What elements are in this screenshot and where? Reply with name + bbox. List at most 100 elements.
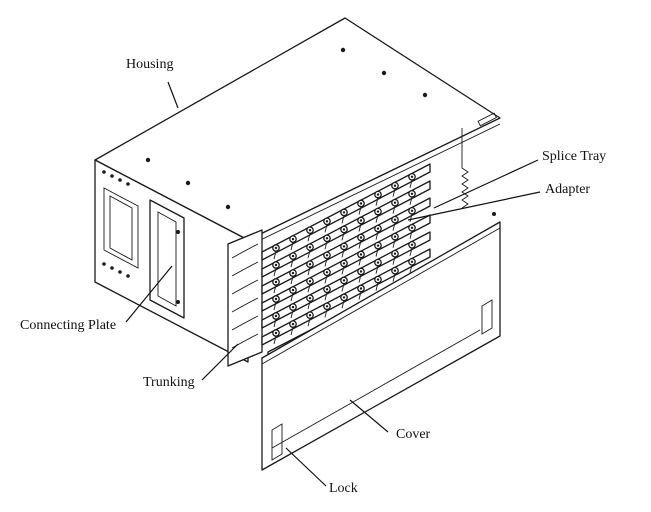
adapter-port (325, 254, 329, 257)
adapter-port (291, 271, 295, 275)
pigtail (358, 257, 362, 266)
adapter-port (274, 263, 278, 267)
label-connecting-plate: Connecting Plate (20, 318, 117, 333)
pigtail (375, 231, 379, 240)
pigtail (290, 258, 294, 268)
adapter-port (393, 252, 397, 255)
label-trunking: Trunking (143, 375, 195, 390)
adapter-port (410, 243, 414, 246)
pigtail (409, 230, 413, 239)
adapter-port (410, 192, 414, 195)
cover-hinge-hole (492, 212, 496, 216)
pigtail (392, 222, 396, 231)
pigtail (375, 265, 379, 274)
pigtail (341, 232, 345, 241)
cover-top-flange (261, 227, 501, 365)
adapter-port (359, 202, 363, 205)
adapter-port (359, 270, 363, 273)
adapter-port (291, 288, 295, 292)
housing-top-lip (247, 123, 501, 247)
adapter-port (342, 279, 346, 282)
label-adapter: Adapter (545, 182, 591, 197)
adapter-port (376, 210, 380, 213)
pigtail (392, 239, 396, 248)
pigtail (341, 283, 345, 292)
pigtail (273, 318, 277, 328)
pigtail (324, 224, 328, 233)
pigtail (392, 205, 396, 214)
trunking (227, 229, 263, 367)
adapter-port (342, 228, 346, 231)
housing-top-holes (145, 47, 428, 210)
pigtail (307, 318, 311, 327)
adapter-port (342, 296, 346, 299)
adapter-port (274, 331, 278, 335)
pigtail (341, 300, 345, 309)
adapter-port (325, 305, 329, 308)
adapter-port (359, 287, 363, 290)
connecting-plate-hole-bottom (176, 300, 180, 304)
adapter-port (393, 184, 397, 187)
pigtail (273, 250, 277, 260)
adapter-port (291, 254, 295, 258)
pigtail (324, 275, 328, 284)
adapter-port (410, 175, 414, 178)
pigtail (358, 291, 362, 300)
adapter-port (291, 237, 295, 241)
connecting-plate (149, 199, 185, 319)
adapter-port (359, 253, 363, 256)
cover-panel (261, 221, 501, 471)
side-panel-inner-window (109, 195, 133, 261)
adapter-port (325, 237, 329, 240)
adapter-port (342, 211, 346, 214)
adapter-port (359, 236, 363, 239)
adapter-port (325, 220, 329, 223)
pigtail (409, 213, 413, 222)
adapter-port (393, 201, 397, 204)
pigtail (341, 266, 345, 275)
pigtail (307, 284, 311, 293)
cover-lock (271, 423, 283, 461)
connecting-plate-slot (157, 211, 177, 307)
pigtail (290, 292, 294, 302)
adapter-port (308, 280, 312, 283)
adapter-port (376, 261, 380, 264)
side-panel-window (103, 187, 139, 269)
side-panel-holes (102, 170, 130, 278)
pigtail (375, 282, 379, 291)
pigtail (341, 215, 345, 224)
pigtail (409, 247, 413, 256)
label-housing: Housing (126, 57, 174, 72)
pigtail (358, 274, 362, 283)
adapter-port (274, 314, 278, 318)
housing-top-front-edge (247, 117, 501, 241)
adapter-port (393, 218, 397, 221)
pigtail (375, 248, 379, 257)
cover-lower-rail (271, 329, 481, 449)
adapter-port (308, 314, 312, 317)
adapter-port (342, 262, 346, 265)
adapter-port (410, 209, 414, 212)
adapter-port (376, 193, 380, 196)
cover-right-slot (481, 299, 493, 335)
adapter-port (291, 322, 295, 326)
adapter-port (274, 246, 278, 250)
pigtail (307, 250, 311, 259)
pigtail (324, 292, 328, 301)
pigtail (273, 301, 277, 311)
adapter-port (325, 288, 329, 291)
pigtail (273, 284, 277, 294)
adapter-port (393, 235, 397, 238)
pigtail (273, 267, 277, 277)
adapter-port (325, 271, 329, 274)
splice-tray-stack (261, 163, 431, 346)
pigtail (307, 301, 311, 310)
adapter-port (342, 245, 346, 248)
adapter-port (308, 263, 312, 266)
pigtail (358, 223, 362, 232)
adapter-port (291, 305, 295, 309)
pigtail (409, 264, 413, 273)
label-lock: Lock (329, 481, 358, 496)
